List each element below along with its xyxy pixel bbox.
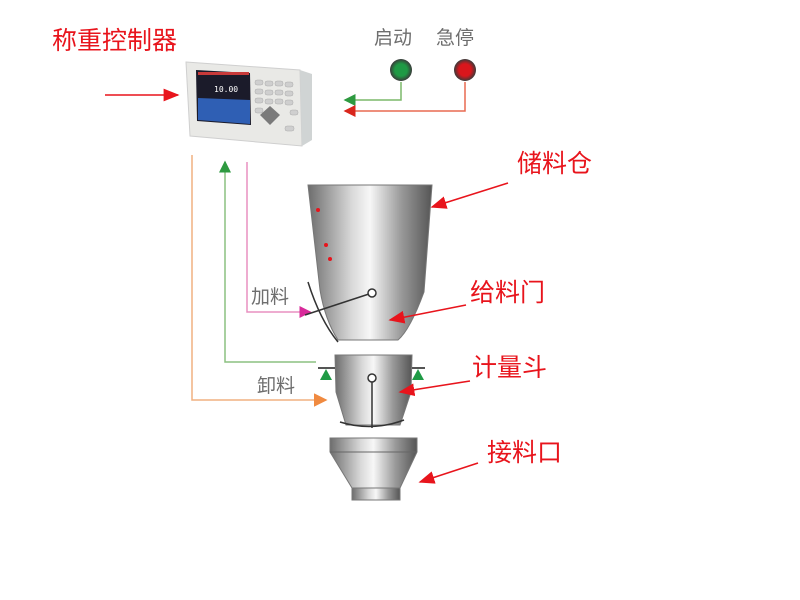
start-button[interactable] [390, 59, 412, 81]
receiving-port [329, 437, 418, 501]
start-signal-line [343, 82, 402, 106]
weigh-hopper-label: 计量斗 [472, 353, 547, 382]
storage-bin [307, 184, 433, 341]
estop-signal-line [343, 82, 466, 117]
controller-dpad [260, 106, 280, 125]
estop-label: 急停 [436, 27, 474, 49]
storage-bin-label: 储料仓 [517, 149, 592, 178]
feed-label: 加料 [251, 286, 289, 308]
weight-signal-line [219, 160, 316, 363]
controller-keypad [254, 79, 299, 132]
load-cell-left-icon [320, 369, 332, 380]
start-label: 启动 [374, 27, 412, 49]
weigh-hopper [334, 354, 413, 426]
controller-label: 称重控制器 [52, 26, 177, 55]
weighing-controller: 10.00 [185, 61, 312, 147]
discharge-label: 卸料 [257, 375, 295, 397]
feed-gate-label: 给料门 [470, 278, 545, 307]
feed-gate [304, 281, 377, 343]
load-cell-right-icon [412, 369, 424, 380]
discharge-line [191, 155, 328, 407]
controller-reading: 10.00 [214, 85, 238, 94]
discharge-gate [339, 419, 405, 428]
receiving-port-label: 接料口 [487, 438, 562, 467]
estop-button[interactable] [454, 59, 476, 81]
feed-line [246, 162, 312, 318]
